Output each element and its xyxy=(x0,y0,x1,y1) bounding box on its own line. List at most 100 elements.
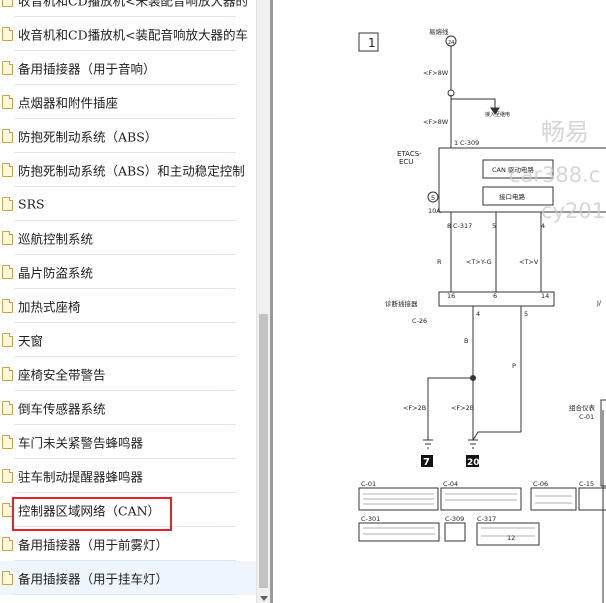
tree-item-parking-brake-buzzer[interactable]: 驻车制动提醒器蜂鸣器 xyxy=(0,459,256,493)
page-number: 1 xyxy=(368,36,376,50)
pane-divider[interactable] xyxy=(270,0,273,603)
relay-note: 接入至继电 xyxy=(485,111,510,118)
tree-item-label: SRS xyxy=(18,196,45,212)
document-icon xyxy=(2,333,13,347)
tree-item-radio-cd-with-amp[interactable]: 收音机和CD播放机<装配音响放大器的车 xyxy=(0,17,256,51)
highlight-box xyxy=(12,497,172,531)
ground-symbol-icon xyxy=(468,439,478,449)
document-tree-sidebar: 收音机和CD播放机<未装配音响放大器的 收音机和CD播放机<装配音响放大器的车 … xyxy=(0,0,256,603)
connector-label: C-15 xyxy=(579,480,594,488)
scroll-down-arrow-icon[interactable] xyxy=(260,596,268,601)
tree-item-label: 驻车制动提醒器蜂鸣器 xyxy=(18,469,144,485)
document-icon xyxy=(2,0,13,7)
wire-label: <F>2B xyxy=(451,404,474,412)
ground-number: 7 xyxy=(423,457,430,468)
tree-item-spare-connector-audio[interactable]: 备用插接器（用于音响） xyxy=(0,51,256,85)
document-icon xyxy=(2,61,13,75)
diagnostic-connector-box xyxy=(438,291,555,307)
wire-color-label: <T>Y-G xyxy=(466,258,492,266)
tree-item-label: 加热式座椅 xyxy=(18,299,81,315)
connector-label: C-309 xyxy=(445,515,464,523)
tree-item-reverse-sensor[interactable]: 倒车传感器系统 xyxy=(0,391,256,425)
document-icon xyxy=(2,163,13,177)
connector-c15-diagram xyxy=(578,487,606,511)
pin-label: 14 xyxy=(541,292,549,300)
document-icon xyxy=(2,367,13,381)
connector-label: C-04 xyxy=(443,480,458,488)
can-drive-circuit-label: CAN 驱动电路 xyxy=(492,165,534,174)
document-icon xyxy=(2,95,13,109)
connector-label: C-317 xyxy=(477,515,496,523)
tree-item-label: 巡航控制系统 xyxy=(18,231,94,247)
document-icon xyxy=(2,197,13,211)
tree-item-label: 座椅安全带警告 xyxy=(18,367,106,383)
tree-item-label: 天窗 xyxy=(18,333,44,349)
fuse-icon xyxy=(427,191,439,203)
tree-item-sunroof[interactable]: 天窗 xyxy=(0,323,256,357)
tree-item-label: 车门未关紧警告蜂鸣器 xyxy=(18,435,144,451)
tree-item-label: 备用插接器（用于挂车灯） xyxy=(18,571,169,587)
tree-item-label: 备用插接器（用于前雾灯） xyxy=(18,537,169,553)
scrollbar-thumb[interactable] xyxy=(259,314,268,588)
tree-item-abs-stability[interactable]: 防抱死制动系统（ABS）和主动稳定控制 xyxy=(0,153,256,187)
connector-label: C-301 xyxy=(361,515,380,523)
tree-item-heated-seats[interactable]: 加热式座椅 xyxy=(0,289,256,323)
wire-color-label: R xyxy=(437,258,442,266)
watermark-text: 畅易 xyxy=(541,118,589,146)
fuse-amp-label: 10A xyxy=(428,207,441,215)
document-icon xyxy=(2,537,13,551)
tree-item-label: 晶片防盗系统 xyxy=(18,265,94,281)
tree-item-door-ajar-buzzer[interactable]: 车门未关紧警告蜂鸣器 xyxy=(0,425,256,459)
tree-item-spare-connector-trailer[interactable]: 备用插接器（用于挂车灯） xyxy=(0,561,256,595)
tree-item-cruise-control[interactable]: 巡航控制系统 xyxy=(0,221,256,255)
tree-item-label: 倒车传感器系统 xyxy=(18,401,106,417)
ground-symbol-icon xyxy=(423,439,433,449)
fuse-number: 24 xyxy=(448,40,454,46)
pin-label: 16 xyxy=(447,292,455,300)
tree-item-radio-cd-no-amp[interactable]: 收音机和CD播放机<未装配音响放大器的 xyxy=(0,0,256,17)
etacs-ecu-box xyxy=(438,147,606,213)
pin-label: 6 xyxy=(493,292,497,300)
interface-circuit-label: 接口电路 xyxy=(499,192,526,201)
pin-label: 5 xyxy=(492,222,496,230)
wire-color-label: B xyxy=(464,337,468,345)
wire-label: <F>8W xyxy=(423,118,449,126)
pin-label: 12 xyxy=(507,534,515,542)
watermark-text: cy201 xyxy=(541,199,605,223)
watermark-text: car388.c xyxy=(509,163,600,187)
tree-item-label: 控制器区域网络（CAN） xyxy=(18,503,161,519)
document-icon xyxy=(2,231,13,245)
pin-label: 5 xyxy=(524,310,528,318)
document-icon xyxy=(2,27,13,41)
tree-item-label: 防抱死制动系统（ABS） xyxy=(18,129,158,145)
can-drive-circuit-box xyxy=(482,159,554,179)
document-icon xyxy=(2,129,13,143)
connector-c06-diagram xyxy=(530,487,577,511)
pin-label: 1 xyxy=(454,139,458,147)
wire-label: <F>8W xyxy=(423,69,449,77)
connector-label: C-06 xyxy=(533,480,548,488)
document-icon xyxy=(2,401,13,415)
connector-c317-diagram xyxy=(476,522,540,546)
tree-item-spare-connector-fog[interactable]: 备用插接器（用于前雾灯） xyxy=(0,527,256,561)
connector-label: C-01 xyxy=(579,413,594,421)
wire-color-label: P xyxy=(512,362,516,370)
tree-item-label: 点烟器和附件插座 xyxy=(18,95,119,111)
connector-label: C-26 xyxy=(412,317,427,325)
connector-label: C-309 xyxy=(460,139,479,147)
tree-item-abs[interactable]: 防抱死制动系统（ABS） xyxy=(0,119,256,153)
tree-item-immobilizer[interactable]: 晶片防盗系统 xyxy=(0,255,256,289)
sidebar-scrollbar[interactable] xyxy=(256,0,270,603)
tree-item-label: 防抱死制动系统（ABS）和主动稳定控制 xyxy=(18,163,245,179)
tree-item-srs[interactable]: SRS xyxy=(0,187,256,221)
pin-label: 4 xyxy=(476,310,480,318)
connector-c309-diagram xyxy=(444,522,466,542)
tree-item-seatbelt-warning[interactable]: 座椅安全带警告 xyxy=(0,357,256,391)
document-icon xyxy=(2,469,13,483)
fuse-no-label: 5 xyxy=(431,194,435,202)
wiring-diagram: 1 易熔线 24 <F>8W 接入至继电 <F>8W 1 C-309 ETACS… xyxy=(358,27,606,603)
interface-circuit-box xyxy=(482,186,554,206)
tree-item-cigar-lighter[interactable]: 点烟器和附件插座 xyxy=(0,85,256,119)
connector-c04-diagram xyxy=(440,487,522,511)
connector-c301-diagram xyxy=(358,522,440,542)
